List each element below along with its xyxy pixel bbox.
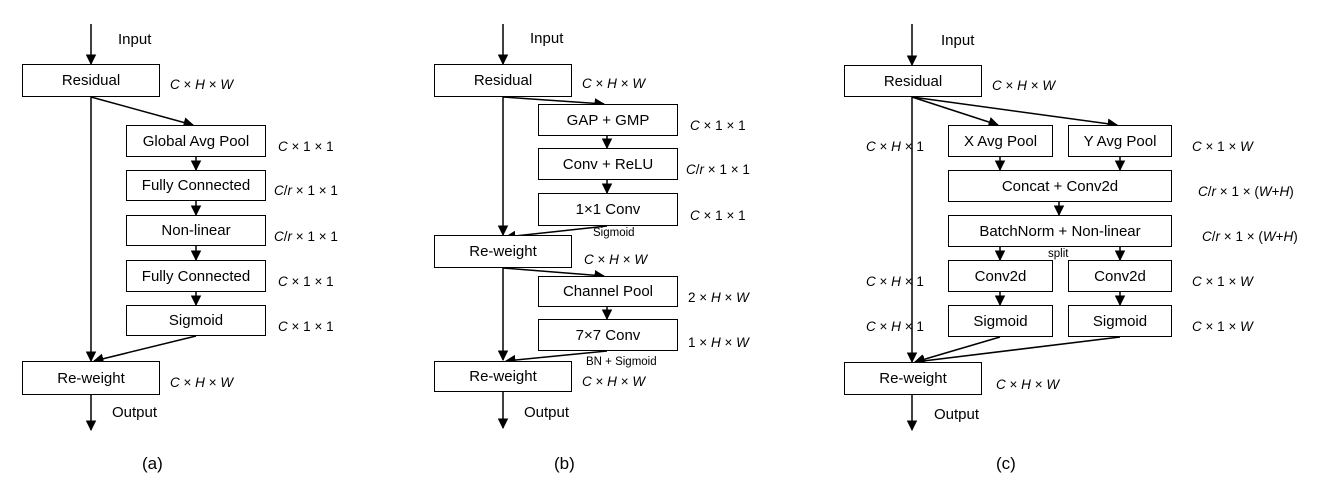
conv-relu-dim: C/r × 1 × 1 (686, 162, 750, 177)
caption-a: (a) (142, 454, 163, 473)
conv2d-dim-right: C × 1 × W (1192, 274, 1253, 289)
reweight-dim: C × H × W (170, 375, 234, 390)
gap-gmp-box: GAP + GMP (538, 104, 678, 136)
conv-7x7-box: 7×7 Conv (538, 319, 678, 351)
output-label: Output (524, 404, 570, 421)
reweight-box: Re-weight (22, 361, 160, 395)
reweight-box-2: Re-weight (434, 361, 572, 392)
residual-dim: C × H × W (582, 76, 646, 91)
fully-connected-box-1: Fully Connected (126, 170, 266, 201)
conv-1x1-box: 1×1 Conv (538, 193, 678, 226)
reweight-dim-2: C × H × W (582, 374, 646, 389)
concat-conv2d-box: Concat + Conv2d (948, 170, 1172, 202)
residual-dim: C × H × W (170, 77, 234, 92)
non-linear-dim: C/r × 1 × 1 (274, 229, 338, 244)
sigmoid-box-left: Sigmoid (948, 305, 1053, 337)
output-label: Output (934, 406, 980, 423)
gap-gmp-dim: C × 1 × 1 (690, 118, 746, 133)
fully-connected-dim-2: C × 1 × 1 (278, 274, 334, 289)
residual-box: Residual (22, 64, 160, 97)
conv-relu-box: Conv + ReLU (538, 148, 678, 180)
residual-dim: C × H × W (992, 78, 1056, 93)
x-avg-pool-dim: C × H × 1 (866, 139, 924, 154)
global-avg-pool-box: Global Avg Pool (126, 125, 266, 157)
reweight-box-1: Re-weight (434, 235, 572, 268)
batchnorm-nonlinear-box: BatchNorm + Non-linear (948, 215, 1172, 247)
conv-1x1-dim: C × 1 × 1 (690, 208, 746, 223)
residual-box: Residual (844, 65, 982, 97)
conv-7x7-dim: 1 × H × W (688, 335, 749, 350)
non-linear-box: Non-linear (126, 215, 266, 246)
fully-connected-box-2: Fully Connected (126, 260, 266, 292)
reweight-dim: C × H × W (996, 377, 1060, 392)
sigmoid-dim-left: C × H × 1 (866, 319, 924, 334)
global-avg-pool-dim: C × 1 × 1 (278, 139, 334, 154)
sigmoid-box-right: Sigmoid (1068, 305, 1172, 337)
sigmoid-dim: C × 1 × 1 (278, 319, 334, 334)
output-label: Output (112, 404, 158, 421)
channel-pool-dim: 2 × H × W (688, 290, 749, 305)
residual-box: Residual (434, 64, 572, 97)
reweight-dim-1: C × H × W (584, 252, 648, 267)
input-label: Input (941, 32, 975, 49)
y-avg-pool-box: Y Avg Pool (1068, 125, 1172, 157)
conv2d-dim-left: C × H × 1 (866, 274, 924, 289)
caption-b: (b) (554, 454, 575, 473)
caption-c: (c) (996, 454, 1016, 473)
x-avg-pool-box: X Avg Pool (948, 125, 1053, 157)
input-label: Input (118, 31, 152, 48)
batchnorm-nonlinear-dim: C/r × 1 × (W+H) (1202, 229, 1298, 244)
conv2d-box-left: Conv2d (948, 260, 1053, 292)
bn-sigmoid-note: BN + Sigmoid (586, 356, 657, 368)
split-note: split (1048, 248, 1069, 260)
concat-conv2d-dim: C/r × 1 × (W+H) (1198, 184, 1294, 199)
sigmoid-dim-right: C × 1 × W (1192, 319, 1253, 334)
conv2d-box-right: Conv2d (1068, 260, 1172, 292)
fully-connected-dim-1: C/r × 1 × 1 (274, 183, 338, 198)
reweight-box: Re-weight (844, 362, 982, 395)
y-avg-pool-dim: C × 1 × W (1192, 139, 1253, 154)
sigmoid-note: Sigmoid (593, 227, 635, 239)
channel-pool-box: Channel Pool (538, 276, 678, 307)
sigmoid-box: Sigmoid (126, 305, 266, 336)
input-label: Input (530, 30, 564, 47)
